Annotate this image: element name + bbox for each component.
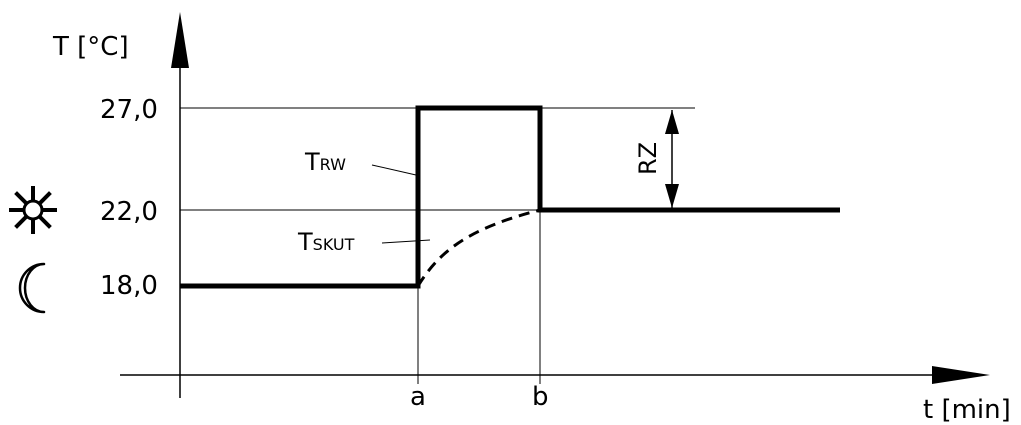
- curve-trw: [180, 105, 840, 289]
- rz-label: RZ: [634, 142, 662, 175]
- rz-arrow-bottom: [665, 184, 679, 208]
- y-tick-22: 22,0: [100, 197, 158, 227]
- sun-icon: [9, 186, 57, 234]
- trw-label-main: T: [304, 148, 320, 176]
- rz-arrow-top: [665, 110, 679, 134]
- y-tick-18: 18,0: [100, 271, 158, 301]
- trw-label: TRW: [304, 148, 346, 176]
- y-tick-27: 27,0: [100, 95, 158, 125]
- curve-tskut: [416, 208, 541, 287]
- tskut-leader: [381, 239, 431, 244]
- y-axis-label: T [°C]: [52, 32, 129, 62]
- x-axis-arrow: [932, 366, 990, 384]
- trw-label-sub: RW: [320, 155, 346, 174]
- tskut-label-main: T: [297, 228, 313, 256]
- y-axis-arrow: [171, 12, 189, 68]
- x-axis-label: t [min]: [923, 395, 1011, 425]
- tskut-label: TSKUT: [297, 228, 355, 256]
- trw-leader: [371, 164, 417, 176]
- moon-icon: [18, 262, 46, 314]
- tskut-label-sub: SKUT: [313, 235, 355, 254]
- x-tick-a: a: [410, 382, 426, 412]
- x-tick-b: b: [532, 382, 549, 412]
